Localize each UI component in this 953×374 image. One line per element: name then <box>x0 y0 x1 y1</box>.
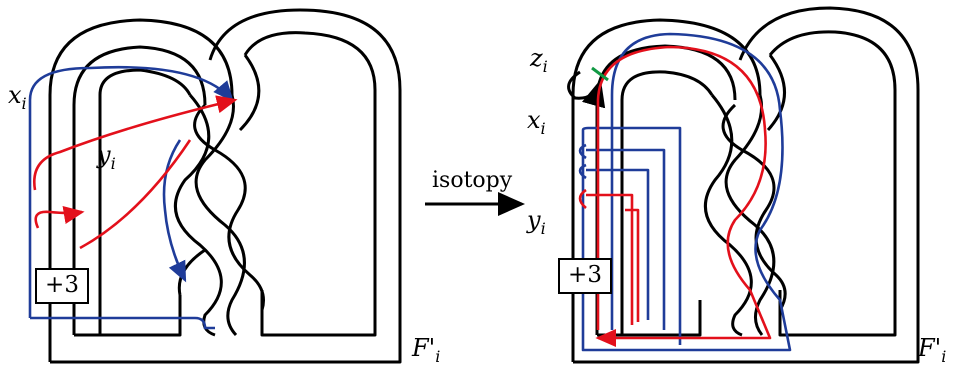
left-band-leg <box>98 68 192 335</box>
right-curve-blue-prong2 <box>586 168 650 320</box>
right-F-label: F'i <box>918 336 946 365</box>
right-z-label-text: zi <box>530 44 548 76</box>
left-surface <box>48 8 402 364</box>
left-braid-4 <box>238 54 261 132</box>
left-bottom-band <box>74 295 182 337</box>
isotopy-label: isotopy <box>432 168 513 193</box>
left-braid-1 <box>173 94 223 337</box>
left-y-label: yi <box>97 143 116 172</box>
right-x-label: xi <box>527 108 546 137</box>
left-x-label: xi <box>8 83 27 112</box>
right-braid-2 <box>724 94 776 336</box>
left-curve-x <box>28 65 234 318</box>
right-z-label: zi <box>530 46 548 75</box>
left-y-label-text: yi <box>97 141 116 173</box>
right-curve-blue-prong1 <box>586 148 666 330</box>
right-inner-band <box>595 44 737 335</box>
left-curve-y-mid <box>34 206 85 229</box>
right-twist-box: +3 <box>558 258 612 294</box>
left-curve-y-tail <box>79 139 192 250</box>
left-braid-2 <box>194 94 246 337</box>
right-curve-red-main <box>595 45 772 348</box>
left-twist-box: +3 <box>35 268 89 304</box>
left-F-label-text: F'i <box>412 334 441 366</box>
left-x-label-text: xi <box>8 81 27 113</box>
right-curve-red-hook <box>578 188 587 209</box>
right-bottom-band <box>597 300 702 337</box>
right-braid-4 <box>766 54 786 132</box>
left-curve-y <box>32 95 238 191</box>
left-right-arch-outer <box>50 8 402 364</box>
right-right-arch-outer <box>573 6 920 364</box>
left-braid-3 <box>193 103 265 311</box>
right-x-label-text: xi <box>527 106 546 138</box>
right-z-hook <box>567 70 606 109</box>
right-band-leg <box>620 70 714 335</box>
right-outer-band <box>571 18 762 362</box>
right-right-arch-inner <box>768 30 897 337</box>
right-curve-blue-prong3 <box>578 143 587 160</box>
right-y-label-text: yi <box>527 206 546 238</box>
right-curve-blue-prong4 <box>578 163 587 180</box>
left-curve-x-tail <box>162 139 187 283</box>
left-braid-5 <box>177 248 206 296</box>
left-F-label: F'i <box>412 336 440 365</box>
right-F-label-text: F'i <box>918 334 947 366</box>
left-curve-x-bottom <box>30 316 215 330</box>
right-surface <box>567 6 920 364</box>
left-inner-band <box>72 45 207 335</box>
right-curve-red-back <box>625 208 640 322</box>
left-outer-band <box>48 18 234 362</box>
left-right-arch-inner <box>243 31 377 337</box>
right-curve-red-prong <box>586 193 634 325</box>
right-green-arc <box>591 66 609 82</box>
right-braid-3 <box>721 103 787 311</box>
right-curve-blue-main <box>581 32 792 352</box>
right-braid-1 <box>703 94 753 337</box>
right-y-label: yi <box>527 208 546 237</box>
